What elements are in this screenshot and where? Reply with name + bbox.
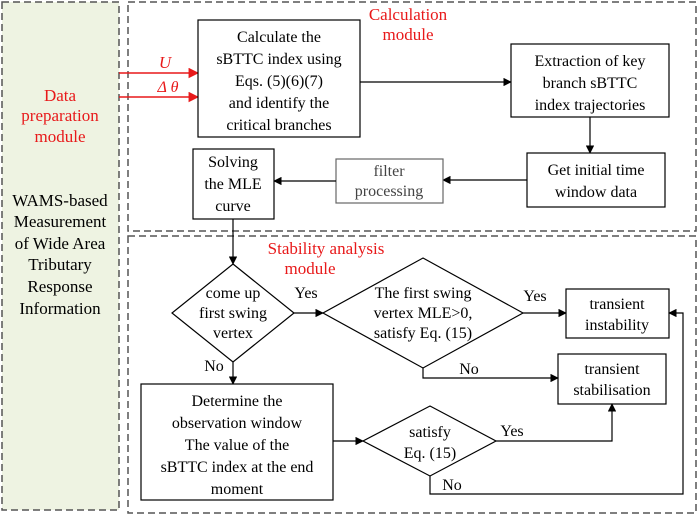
wams-line-3: of Wide Area [15, 234, 106, 253]
calculation-module-frame [127, 1, 697, 232]
no-label-2: No [459, 361, 479, 378]
yes-label-3: Yes [500, 423, 523, 440]
wams-line-2: Measurement [14, 212, 107, 231]
satisfy-line-1: satisfy [409, 424, 451, 441]
filter-box [335, 158, 444, 204]
arrow-satisfy-yes [496, 403, 617, 442]
observation-line-2: observation window [172, 415, 303, 432]
no-label-1: No [204, 358, 224, 375]
data-prep-title-2: preparation [21, 106, 99, 125]
decision-satisfy-eq [361, 405, 498, 477]
instability-line-2: instability [585, 317, 649, 334]
input-u-label: U [159, 53, 173, 72]
stability-module-frame [127, 235, 697, 514]
extraction-line-1: Extraction of key [534, 53, 645, 70]
first-swing-line-2: first swing [199, 305, 267, 322]
extraction-line-2: branch sBTTC [543, 75, 638, 92]
data-prep-title-3: module [35, 127, 86, 146]
instability-line-1: transient [589, 296, 645, 313]
data-preparation-module [1, 1, 120, 511]
stabilisation-line-1: transient [584, 361, 640, 378]
mle-positive-line-1: The first swing [375, 285, 472, 302]
input-delta-theta-label: Δ θ [157, 79, 179, 96]
mle-positive-line-3: satisfy Eq. (15) [374, 325, 472, 342]
initial-window-line-1: Get initial time [548, 162, 645, 179]
solve-mle-line-1: Solving [208, 154, 258, 171]
calc-index-box [197, 19, 361, 138]
initial-window-line-2: window data [555, 184, 637, 201]
extraction-line-3: index trajectories [535, 97, 646, 114]
filter-line-2: processing [355, 183, 423, 200]
satisfy-line-2: Eq. (15) [404, 445, 456, 462]
wams-line-4: Tributary [28, 255, 92, 274]
transient-instability-box [565, 288, 670, 339]
arrow-satisfy-no [429, 308, 684, 495]
calc-index-line-1: Calculate the [237, 29, 321, 46]
filter-line-1: filter [373, 163, 405, 180]
observation-line-3: The value of the [185, 437, 289, 454]
calculation-title-1: Calculation [369, 5, 448, 24]
calc-index-line-2: sBTTC index using [216, 51, 341, 68]
mle-positive-line-2: vertex MLE>0, [374, 305, 473, 322]
calc-index-line-4: and identify the [229, 95, 329, 112]
no-label-3: No [442, 477, 462, 494]
first-swing-line-3: vertex [213, 325, 253, 342]
calc-index-line-3: Eqs. (5)(6)(7) [235, 73, 323, 90]
observation-window-box [140, 383, 334, 501]
stabilisation-line-2: stabilisation [573, 382, 650, 399]
calculation-title-2: module [383, 25, 434, 44]
stability-title-1: Stability analysis [268, 239, 385, 258]
observation-line-4: sBTTC index at the end [161, 459, 314, 476]
observation-line-1: Determine the [191, 393, 282, 410]
stability-title-2: module [285, 259, 336, 278]
solve-mle-line-2: the MLE [204, 176, 261, 193]
wams-line-6: Information [19, 299, 101, 318]
solve-mle-line-3: curve [215, 198, 251, 215]
calc-index-line-5: critical branches [226, 117, 331, 134]
wams-line-1: WAMS-based [12, 191, 108, 210]
yes-label-1: Yes [294, 285, 317, 302]
first-swing-line-1: come up [206, 285, 261, 302]
wams-line-5: Response [27, 277, 92, 296]
yes-label-2: Yes [523, 288, 546, 305]
arrow-mle-no [422, 368, 559, 383]
observation-line-5: moment [211, 481, 264, 498]
data-prep-title-1: Data [44, 86, 77, 105]
